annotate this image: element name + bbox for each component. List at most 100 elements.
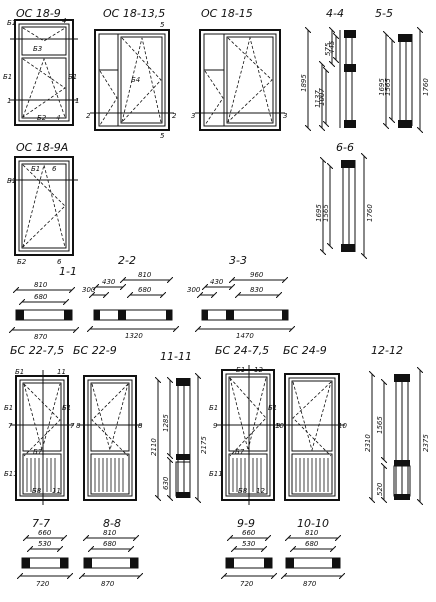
mark: Б7 (33, 448, 43, 456)
dim-label: 1470 (236, 332, 254, 340)
section-4-4-title: 4-4 (326, 7, 344, 20)
section-5-5: 5-5 1695 1565 1760 (375, 7, 430, 130)
mark: 5 (160, 21, 165, 29)
mark: Б1 (209, 404, 218, 412)
mark: Б1 (7, 177, 16, 185)
mark: 9 (276, 422, 281, 430)
mark: 10 (275, 422, 284, 430)
mark: 4 (62, 17, 66, 25)
mark: Б1 (7, 19, 16, 27)
dim-label: 960 (250, 271, 264, 279)
section-4-4: 4-4 575 445 1137 1007 1895 (300, 7, 356, 128)
dim-label: 680 (138, 286, 152, 294)
section-6-6: 6-6 1695 1565 1760 (315, 141, 374, 256)
dim-label: 720 (240, 580, 254, 588)
dim-label: 530 (38, 540, 52, 548)
dim-label: 430 (210, 278, 224, 286)
dim-label: 2175 (200, 436, 208, 454)
mark: Б2 (17, 258, 27, 266)
plan-7-7: 7-7 660 530 720 (20, 517, 70, 588)
mark: Б1 (4, 404, 13, 412)
mark: 7 (8, 422, 13, 430)
dim-label: 520 (376, 482, 384, 496)
door-bs22-7-5: БС 22-7,5 Б1 11 Б1 Б1 7 7 Б7 Б11 Б8 11 (4, 344, 75, 505)
section-5-5-title: 5-5 (375, 7, 393, 20)
dim-label: 680 (34, 293, 48, 301)
dim-label: 1320 (125, 332, 143, 340)
window-os18-9a-title: ОС 18-9А (16, 141, 68, 154)
mark: 6 (57, 258, 62, 266)
window-os18-15-title: ОС 18-15 (201, 7, 253, 20)
dim-label: 680 (103, 540, 117, 548)
mark: Б7 (235, 448, 245, 456)
plan-9-9-title: 9-9 (237, 517, 255, 530)
mark: 5 (160, 132, 165, 140)
dim-label: 810 (305, 529, 319, 537)
mark: 3 (191, 112, 195, 120)
mark: Б3 (33, 45, 42, 53)
mark: 11 (57, 368, 66, 376)
plan-3-3: 3-3 430 960 300 830 1470 (187, 254, 292, 340)
mark: Б2 (37, 114, 47, 122)
mark: 1 (7, 97, 11, 105)
window-os18-13-5: ОС 18-13,5 5 Б4 2 2 5 (86, 7, 177, 140)
dim-label: 1695 (378, 78, 386, 96)
dim-label: 830 (250, 286, 264, 294)
mark: 6 (52, 165, 57, 173)
dim-label: 870 (101, 580, 115, 588)
dim-label: 2110 (150, 438, 158, 456)
section-11-11-title: 11-11 (160, 350, 192, 363)
dim-label: 660 (38, 529, 52, 537)
plan-2-2: 2-2 430 810 300 680 1320 (82, 254, 176, 340)
door-bs22-9-title: БС 22-9 (73, 344, 117, 357)
plan-3-3-title: 3-3 (229, 254, 247, 267)
door-bs24-9-title: БС 24-9 (283, 344, 327, 357)
plan-10-10: 10-10 810 680 870 (284, 517, 342, 588)
plan-9-9: 9-9 660 530 720 (224, 517, 274, 588)
door-bs24-7-5-title: БС 24-7,5 (215, 344, 269, 357)
plan-1-1: 1-1 810 680 870 (12, 265, 77, 341)
dim-label: 1760 (422, 78, 430, 96)
dim-label: 300 (82, 286, 96, 294)
mark: 11 (52, 487, 61, 495)
mark: 2 (86, 112, 91, 120)
dim-label: 445 (328, 40, 336, 54)
door-panel-hatch (295, 458, 329, 492)
mark: Б4 (131, 76, 140, 84)
mark: 8 (76, 422, 81, 430)
window-os18-9-title: ОС 18-9 (16, 7, 61, 20)
dim-label: 870 (303, 580, 317, 588)
mark: Б1 (31, 165, 40, 173)
door-bs24-7-5: БС 24-7,5 Б1 12 Б1 Б1 9 9 Б7 Б11 Б8 12 (209, 344, 281, 505)
plan-1-1-title: 1-1 (59, 265, 77, 278)
mark: 1 (75, 97, 79, 105)
dim-label: 1285 (162, 414, 170, 432)
section-12-12-title: 12-12 (371, 344, 403, 357)
plan-8-8: 8-8 810 680 870 (82, 517, 140, 588)
window-os18-9a: ОС 18-9А Б1 Б1 6 Б2 6 (7, 141, 78, 266)
door-bs24-9: БС 24-9 10 10 (275, 344, 347, 501)
plan-10-10-title: 10-10 (297, 517, 329, 530)
dim-label: 1565 (322, 204, 330, 222)
dim-label: 2310 (364, 434, 372, 452)
dim-label: 630 (162, 476, 170, 490)
plan-2-2-title: 2-2 (118, 254, 136, 267)
mark: 9 (213, 422, 218, 430)
mark: 12 (254, 366, 263, 374)
mark: Б8 (238, 487, 248, 495)
window-os18-9: ОС 18-9 Б1 4 Б3 Б1 Б1 1 1 Б2 4 (3, 7, 79, 126)
mark: 12 (256, 487, 265, 495)
dim-label: 870 (34, 333, 48, 341)
dim-label: 1565 (384, 78, 392, 96)
mark: Б8 (32, 487, 42, 495)
mark: Б1 (15, 368, 24, 376)
mark: 7 (70, 422, 75, 430)
dim-label: 430 (102, 278, 116, 286)
dim-label: 810 (138, 271, 152, 279)
dim-label: 1695 (315, 204, 323, 222)
mark: Б1 (268, 404, 277, 412)
dim-label: 1007 (318, 88, 326, 106)
dim-label: 1137 (314, 90, 322, 108)
mark: Б1 (68, 73, 77, 81)
door-bs22-9: БС 22-9 8 8 (73, 344, 143, 501)
